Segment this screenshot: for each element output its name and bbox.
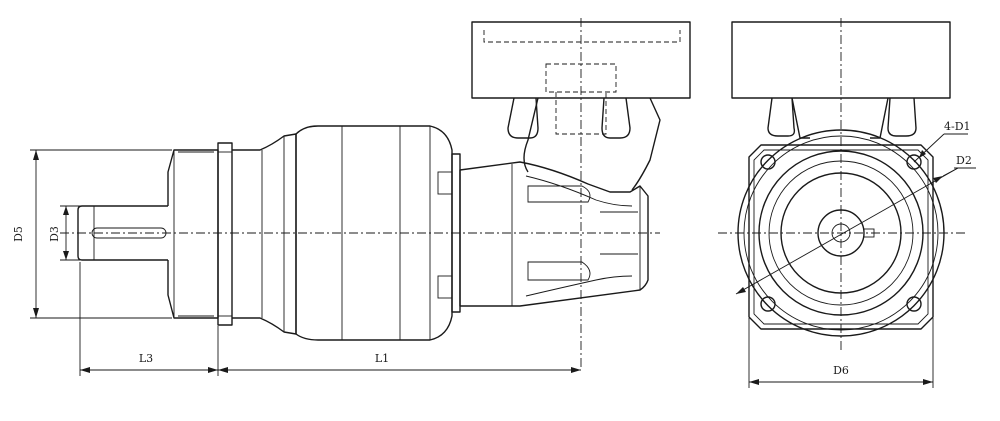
mounting-holes bbox=[760, 154, 922, 312]
label-d2: D2 bbox=[956, 154, 972, 167]
side-view: D5 D3 L3 L1 bbox=[12, 18, 691, 376]
label-d3: D3 bbox=[48, 226, 61, 242]
label-d6: D6 bbox=[833, 364, 849, 377]
label-l3: L3 bbox=[139, 352, 153, 365]
dimension-d3: D3 bbox=[48, 205, 80, 261]
label-l1: L1 bbox=[375, 352, 389, 365]
output-flange bbox=[167, 149, 219, 319]
label-d1: 4-D1 bbox=[944, 120, 971, 133]
retaining-ring bbox=[217, 142, 233, 326]
planetary-housing bbox=[295, 125, 453, 341]
mounting-hole bbox=[760, 154, 776, 170]
mounting-hole bbox=[760, 296, 776, 312]
output-shaft bbox=[77, 205, 168, 261]
mounting-hole bbox=[906, 296, 922, 312]
dimension-l3-l1: L3 L1 bbox=[79, 262, 581, 376]
label-d5: D5 bbox=[12, 226, 25, 242]
mounting-hole bbox=[906, 154, 922, 170]
square-flange bbox=[748, 144, 934, 330]
dimension-d2: D2 bbox=[735, 154, 976, 295]
dimension-d1: 4-D1 bbox=[913, 120, 971, 163]
right-angle-head bbox=[459, 161, 649, 307]
transition-section bbox=[232, 133, 297, 335]
dimension-d5: D5 bbox=[12, 149, 172, 319]
side-neck bbox=[507, 97, 661, 191]
dimension-d6: D6 bbox=[748, 318, 934, 388]
front-view: D2 4-D1 D6 bbox=[718, 18, 976, 388]
